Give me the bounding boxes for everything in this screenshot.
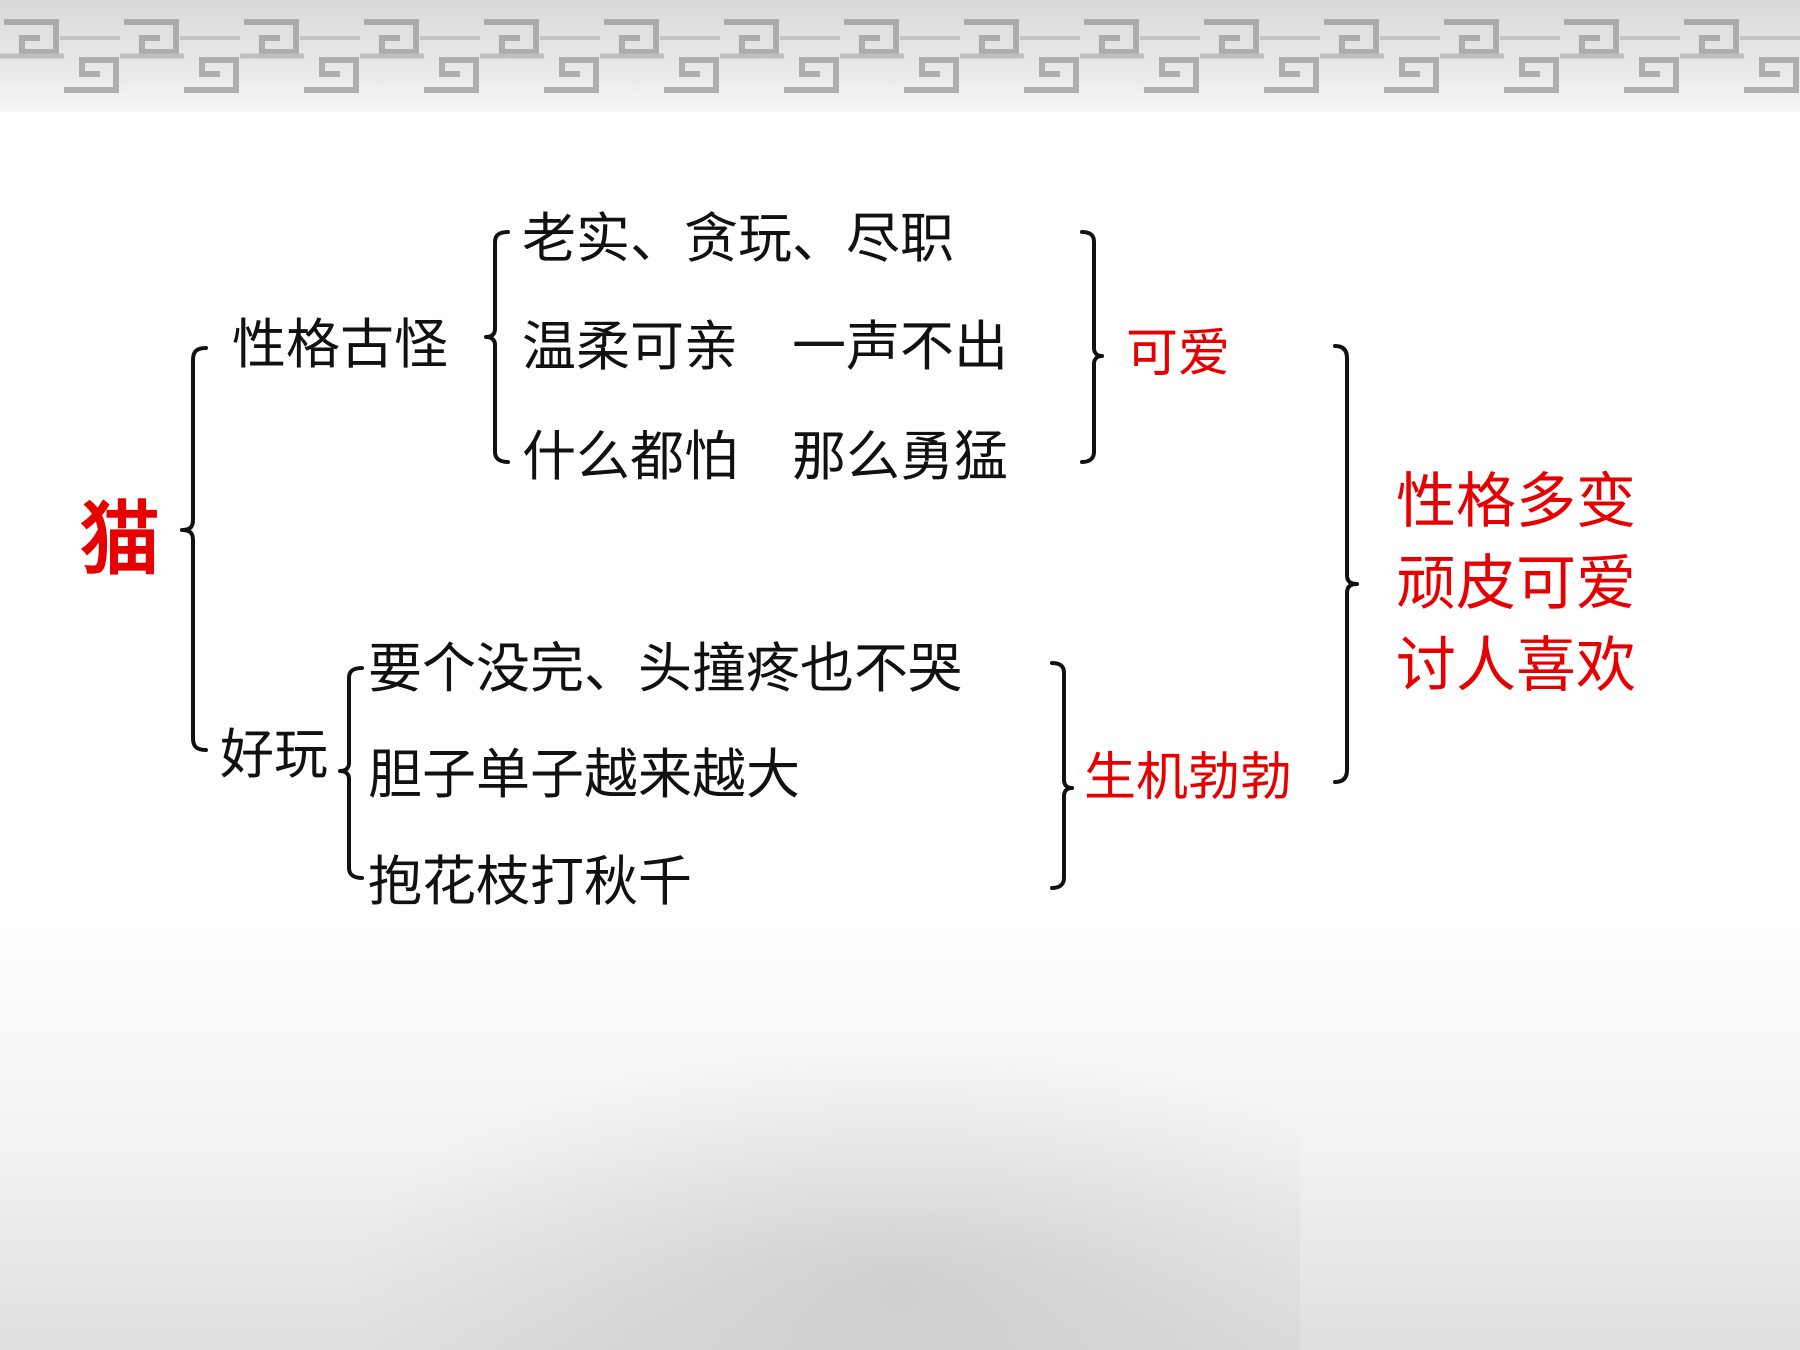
summary-line: 顽皮可爱	[1396, 549, 1636, 619]
conclusion-lively: 生机勃勃	[1084, 748, 1293, 808]
summary-brace	[1333, 344, 1359, 784]
conclusion-lovable: 可爱	[1126, 324, 1231, 384]
branch2-left-brace	[338, 666, 364, 880]
trait-item: 胆子单子越来越大	[368, 743, 800, 806]
branch-label-playful: 好玩	[220, 723, 328, 786]
trait-item: 抱花枝打秋千	[368, 850, 692, 913]
summary-line: 性格多变	[1396, 467, 1636, 537]
background-ink-wash	[0, 920, 1800, 1350]
root-node-cat: 猫	[80, 493, 160, 586]
trait-item: 温柔可亲 一声不出	[522, 315, 1008, 378]
background-ink-wash-2	[300, 1020, 1300, 1350]
trait-item: 什么都怕 那么勇猛	[522, 425, 1008, 488]
branch-label-personality: 性格古怪	[232, 313, 448, 376]
trait-item: 要个没完、头撞疼也不哭	[368, 637, 962, 700]
summary-line: 讨人喜欢	[1396, 631, 1636, 701]
branch1-right-brace	[1080, 230, 1104, 464]
root-brace	[180, 346, 208, 752]
fret-pattern-border	[0, 8, 1800, 104]
branch2-right-brace	[1050, 661, 1074, 890]
branch1-left-brace	[484, 230, 510, 464]
trait-item: 老实、贪玩、尽职	[522, 207, 954, 270]
